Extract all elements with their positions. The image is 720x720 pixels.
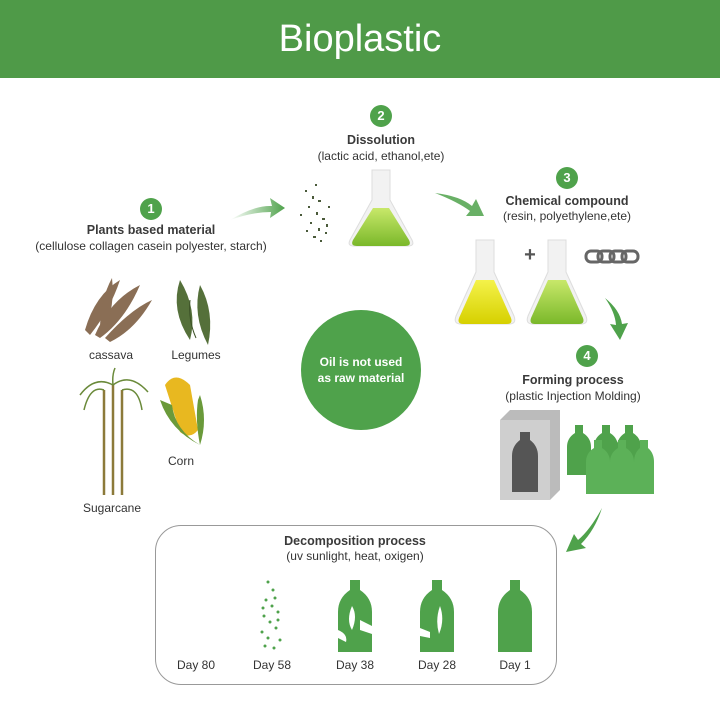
oil-note-text: Oil is not used as raw material <box>317 355 405 385</box>
plant-label-corn: Corn <box>167 454 195 468</box>
injection-mold-icon <box>500 410 560 500</box>
day-label: Day 1 <box>499 658 531 672</box>
header-banner: Bioplastic <box>0 0 720 78</box>
day-label: Day 58 <box>252 658 292 672</box>
decomposition-panel <box>155 525 557 685</box>
plus-sign: + <box>524 244 536 266</box>
powder-particles <box>300 184 330 242</box>
day-label: Day 28 <box>417 658 457 672</box>
step-2-badge: 2 <box>370 105 392 127</box>
arrow-icon <box>605 298 628 340</box>
day-label: Day 80 <box>176 658 216 672</box>
bottle-day-58-icon <box>260 580 282 650</box>
bottle-day-28-icon <box>420 580 454 652</box>
plant-label-sugarcane: Sugarcane <box>82 501 142 515</box>
arrow-icon <box>230 198 285 220</box>
day-label: Day 38 <box>335 658 375 672</box>
step-4-badge: 4 <box>576 345 598 367</box>
green-flask-icon <box>526 239 588 325</box>
decomposition-subtitle: (uv sunlight, heat, oxigen) <box>286 549 424 563</box>
plant-label-cassava: cassava <box>88 348 134 362</box>
arrow-icon <box>435 193 484 216</box>
decomposition-title: Decomposition process <box>284 534 426 548</box>
yellow-flask-icon <box>454 239 516 325</box>
sugarcane-icon <box>79 367 149 495</box>
step-4-subtitle: (plastic Injection Molding) <box>505 389 641 403</box>
page-title: Bioplastic <box>278 18 442 60</box>
step-1-subtitle: (cellulose collagen casein polyester, st… <box>35 239 267 253</box>
step-3-title: Chemical compound <box>505 194 629 208</box>
step-3-subtitle: (resin, polyethylene,ete) <box>502 209 632 223</box>
cassava-icon <box>85 278 152 342</box>
bottle-day-38-icon <box>338 580 372 652</box>
step-1-title: Plants based material <box>86 223 216 237</box>
oil-note-circle: Oil is not used as raw material <box>301 310 421 430</box>
plant-label-legumes: Legumes <box>171 348 221 362</box>
legumes-icon <box>176 280 211 345</box>
corn-icon <box>160 377 204 445</box>
bottle-day-1-icon <box>498 580 532 652</box>
step-2-subtitle: (lactic acid, ethanol,ete) <box>317 149 445 163</box>
step-1-badge: 1 <box>140 198 162 220</box>
flask-icon <box>348 169 414 247</box>
polymer-chain-icon <box>584 249 640 264</box>
step-2-title: Dissolution <box>346 133 416 147</box>
step-3-badge: 3 <box>556 167 578 189</box>
plastic-bottles-icon <box>567 425 654 494</box>
arrow-icon <box>566 508 602 552</box>
step-4-title: Forming process <box>522 373 624 387</box>
